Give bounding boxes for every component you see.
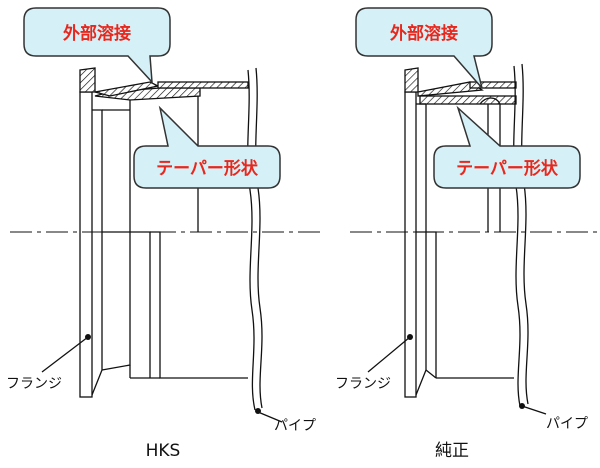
flange-bore — [92, 109, 103, 232]
leader-flange-right — [367, 336, 411, 373]
callout-bottom-text: テーパー形状 — [456, 158, 559, 179]
outer-weld — [417, 81, 484, 97]
flange-weld-top — [404, 67, 419, 93]
callout-top-right: 外部溶接 — [355, 7, 493, 89]
break-line-inner — [521, 63, 529, 405]
caption-hks: HKS — [146, 441, 181, 461]
leader-pipe-left — [257, 411, 283, 423]
flange-plate — [404, 91, 417, 398]
callout-bottom-text: テーパー形状 — [156, 158, 259, 179]
callout-top-left: 外部溶接 — [23, 7, 171, 85]
break-line-outer — [247, 69, 256, 411]
label-flange: フランジ — [335, 376, 391, 392]
panel-oem — [350, 63, 598, 415]
leader-pipe-right — [521, 405, 547, 415]
callout-top-text: 外部溶接 — [63, 23, 131, 44]
flange-bore-lower — [91, 232, 103, 396]
break-line-inner — [255, 67, 263, 409]
break-line-outer — [513, 65, 521, 407]
panel-hks — [10, 67, 320, 423]
leader-flange-left — [41, 336, 89, 373]
callout-top-text: 外部溶接 — [390, 23, 458, 44]
callout-bottom-right: テーパー形状 — [433, 105, 581, 189]
label-pipe: パイプ — [546, 416, 588, 432]
flange-weld-top — [79, 67, 96, 93]
callout-bottom-left: テーパー形状 — [133, 105, 281, 189]
label-pipe: パイプ — [274, 418, 316, 434]
pipe-wall-top — [419, 95, 517, 105]
caption-oem: 純正 — [435, 441, 469, 461]
label-flange: フランジ — [6, 376, 62, 392]
pipe-wall-top — [157, 81, 249, 89]
flange-plate — [79, 91, 93, 398]
